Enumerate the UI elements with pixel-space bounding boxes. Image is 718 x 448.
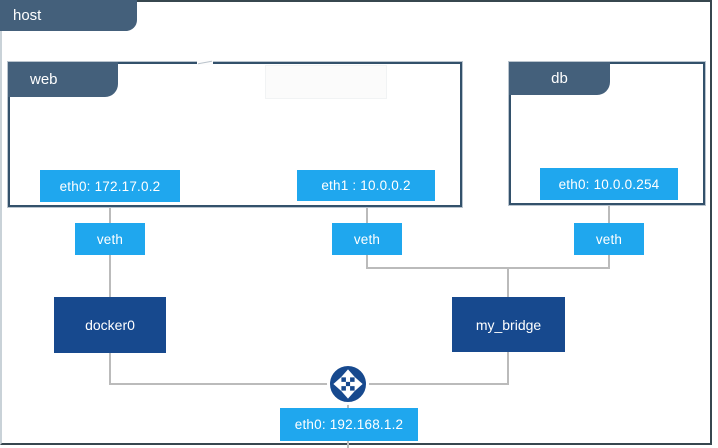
connector-docker0-down bbox=[109, 353, 111, 385]
host-eth0-chip: eth0: 192.168.1.2 bbox=[280, 408, 418, 441]
connector-eth0host-edge bbox=[347, 441, 349, 448]
connector-veth2-down bbox=[366, 255, 368, 269]
container-web-label: web bbox=[30, 71, 58, 88]
my-bridge-box: my_bridge bbox=[452, 297, 565, 352]
connector-veth3-down bbox=[608, 255, 610, 268]
db-eth0-label: eth0: 10.0.0.254 bbox=[558, 176, 660, 192]
container-web-tab: web bbox=[8, 62, 118, 97]
connector-junction-mybridge bbox=[507, 267, 509, 297]
host-label: host bbox=[13, 7, 42, 24]
container-db-tab: db bbox=[509, 62, 610, 95]
router-cross-arrows-icon bbox=[327, 363, 369, 405]
veth-label: veth bbox=[595, 231, 623, 247]
container-db-label: db bbox=[551, 70, 568, 87]
connector-eth0web-veth bbox=[109, 202, 111, 223]
connector-bottom-horizontal bbox=[109, 383, 509, 385]
veth-chip-web-mybridge: veth bbox=[332, 223, 402, 255]
host-tab: host bbox=[0, 0, 137, 31]
web-eth0-label: eth0: 172.17.0.2 bbox=[59, 178, 161, 194]
db-eth0-chip: eth0: 10.0.0.254 bbox=[540, 168, 678, 200]
ghost-box bbox=[265, 65, 387, 99]
connector-veth-docker0 bbox=[109, 255, 111, 297]
connector-eth1web-veth bbox=[366, 201, 368, 223]
router-arrows-svg bbox=[333, 369, 363, 399]
docker0-bridge-box: docker0 bbox=[54, 297, 166, 353]
web-eth1-chip: eth1 : 10.0.0.2 bbox=[297, 170, 435, 201]
connector-mid-horizontal bbox=[366, 267, 610, 269]
veth-chip-docker0: veth bbox=[75, 223, 145, 255]
docker0-label: docker0 bbox=[85, 317, 135, 333]
veth-label: veth bbox=[353, 231, 381, 247]
connector-mybridge-down bbox=[507, 352, 509, 385]
border-break-mark bbox=[197, 60, 213, 65]
web-eth0-chip: eth0: 172.17.0.2 bbox=[40, 170, 180, 202]
veth-label: veth bbox=[96, 231, 124, 247]
host-eth0-label: eth0: 192.168.1.2 bbox=[294, 417, 404, 432]
connector-router-eth0host bbox=[347, 400, 349, 410]
veth-chip-db-mybridge: veth bbox=[574, 223, 644, 255]
my-bridge-label: my_bridge bbox=[475, 316, 542, 333]
web-eth1-label: eth1 : 10.0.0.2 bbox=[321, 178, 411, 193]
connector-eth0db-veth bbox=[608, 200, 610, 223]
